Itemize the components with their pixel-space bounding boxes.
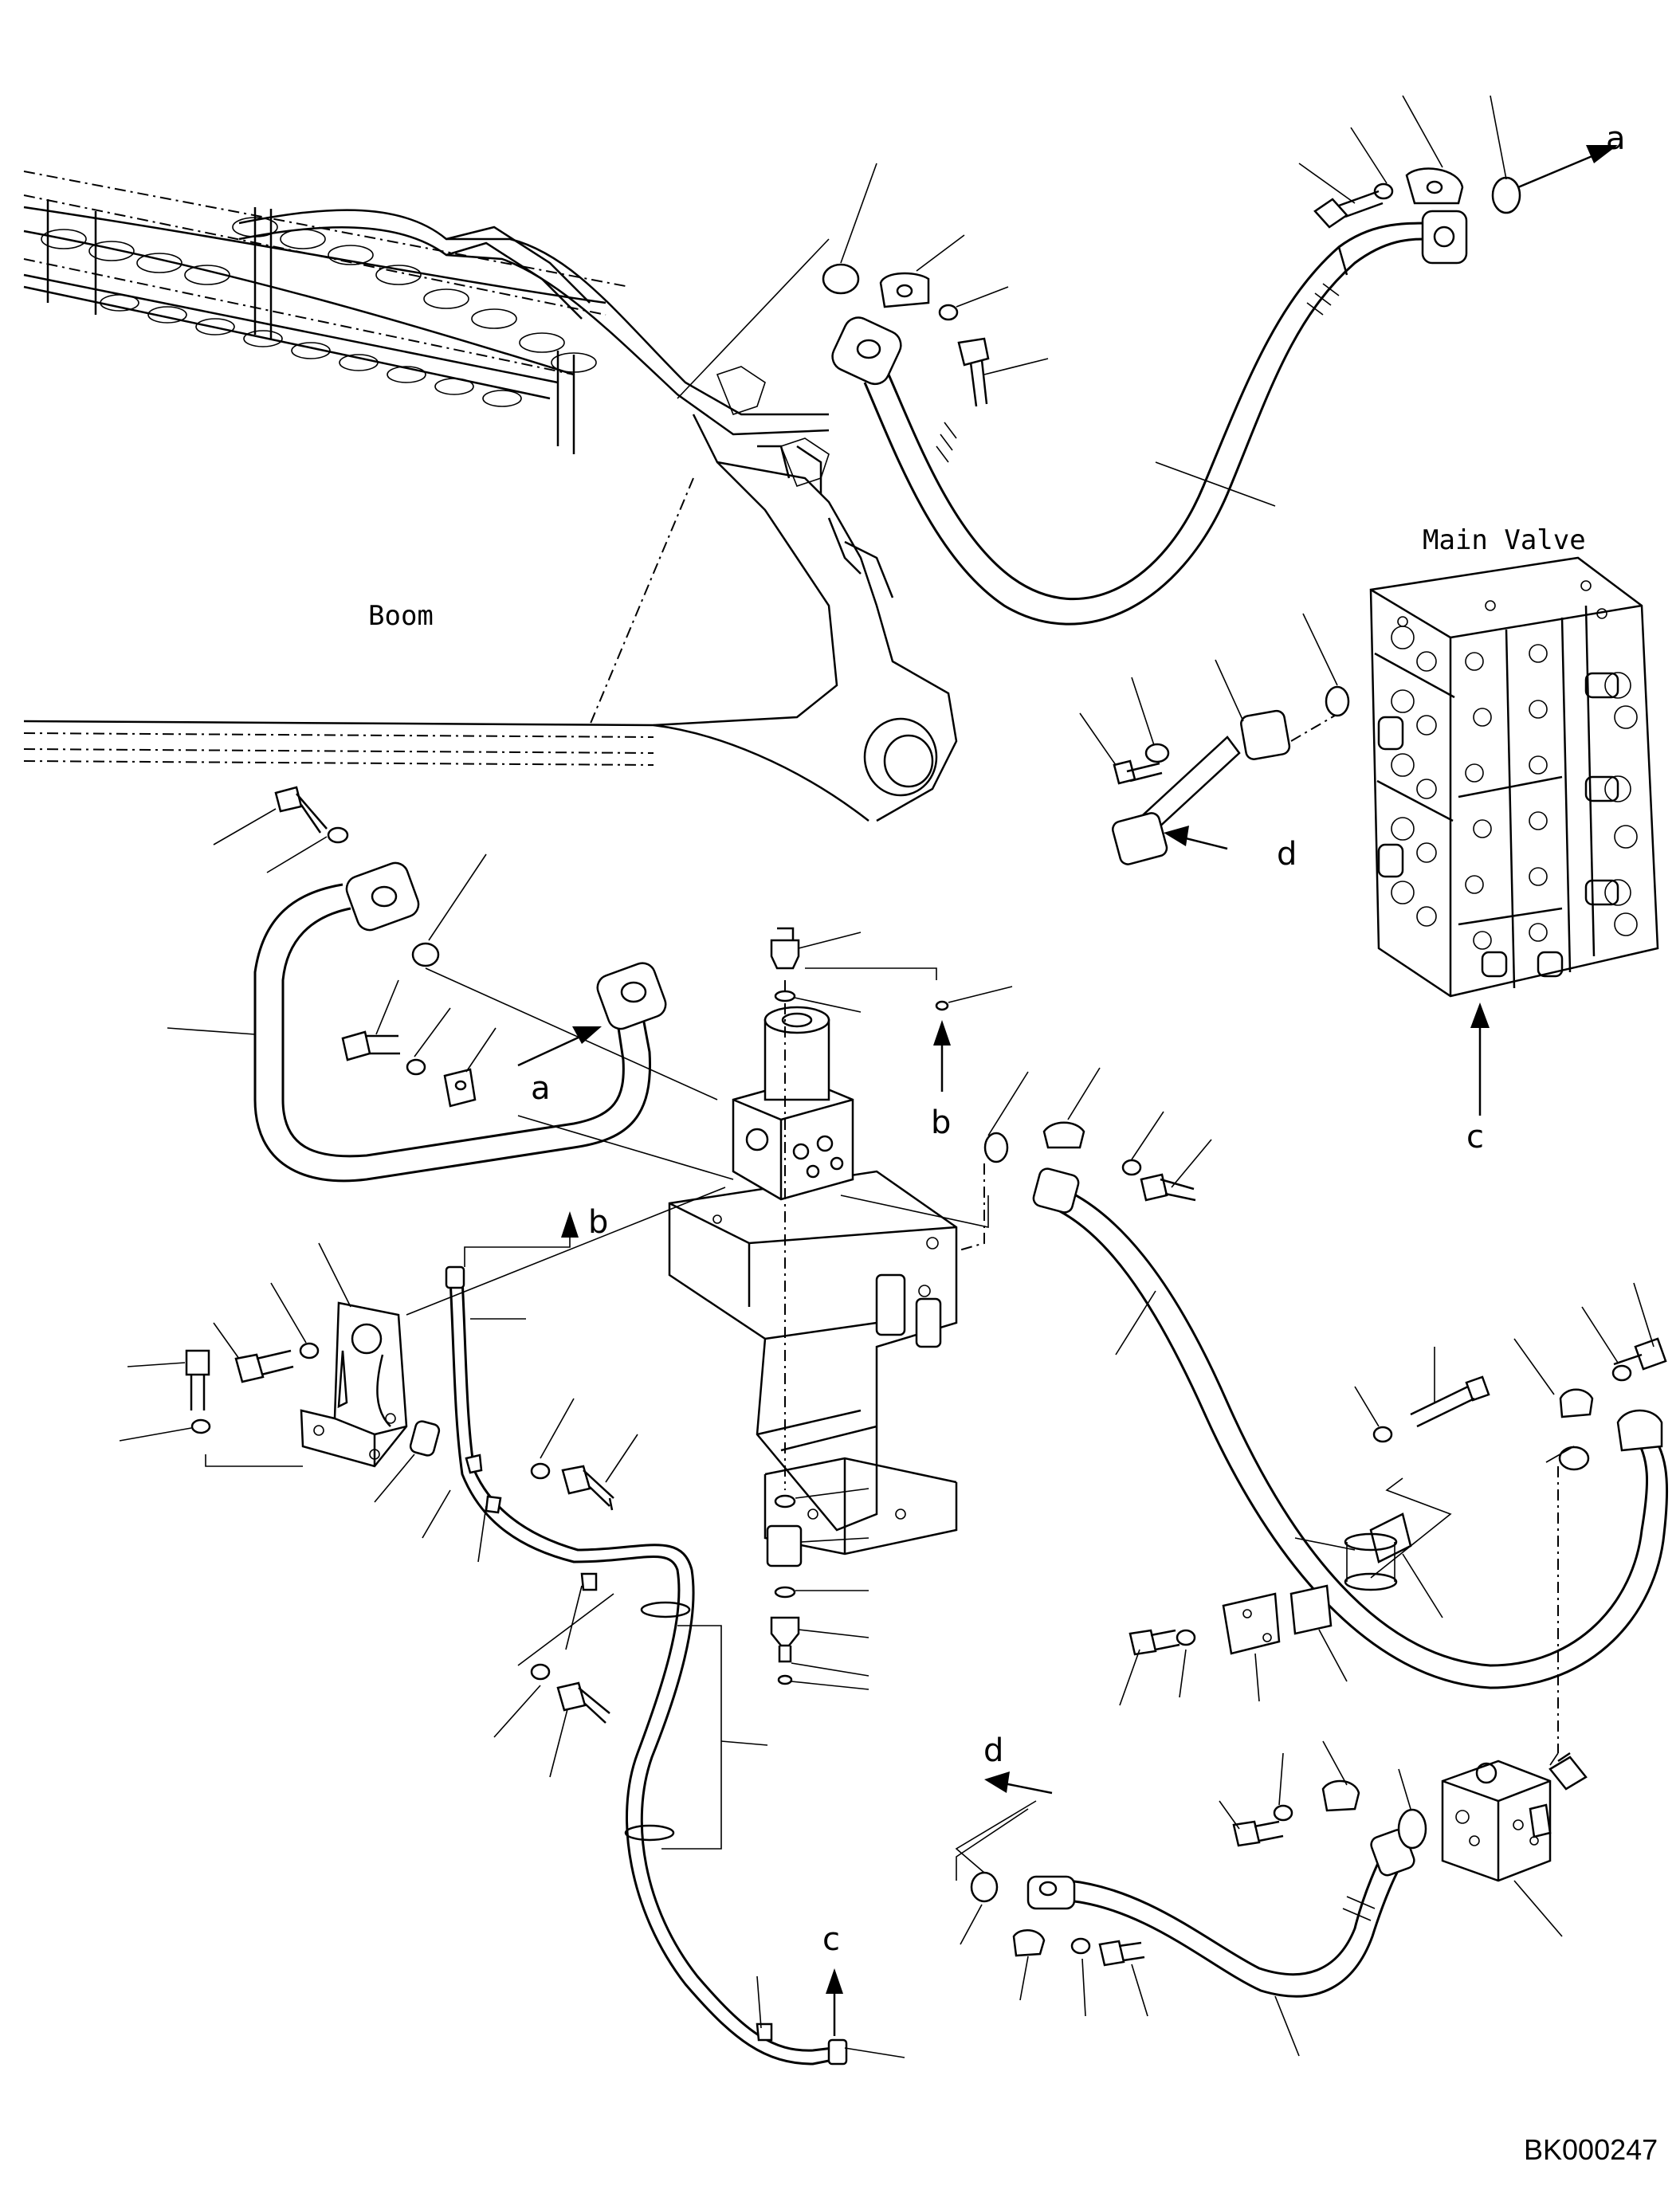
boom-label: Boom <box>368 600 434 632</box>
main-valve-label: Main Valve <box>1423 524 1586 556</box>
right-middle-hose-assembly <box>983 1067 1669 1753</box>
lower-hose-assembly <box>955 1740 1588 2057</box>
left-pipe-assembly <box>167 786 734 1183</box>
ref-a-top: a <box>1606 120 1626 157</box>
ref-c-bottom: c <box>822 1921 840 1958</box>
ref-b-top: b <box>931 1104 951 1141</box>
left-bracket-assembly <box>119 1187 726 1503</box>
small-hose-assembly <box>422 1211 905 2066</box>
boom-assembly <box>23 171 958 822</box>
ref-c-right: c <box>1466 1119 1484 1155</box>
ref-d-right: d <box>1277 836 1297 873</box>
centre-valve-block <box>668 927 1013 1556</box>
drawing-code: BK000247 <box>1524 2133 1658 2166</box>
fittings-stack <box>766 1488 869 1690</box>
ref-a-mid: a <box>531 1070 551 1107</box>
ref-b-mid: b <box>588 1204 608 1241</box>
valve-pipe-d <box>1079 613 1350 865</box>
ref-d-bottom: d <box>983 1732 1003 1769</box>
top-hose-assembly <box>677 95 1618 626</box>
main-valve <box>1290 556 1659 1116</box>
